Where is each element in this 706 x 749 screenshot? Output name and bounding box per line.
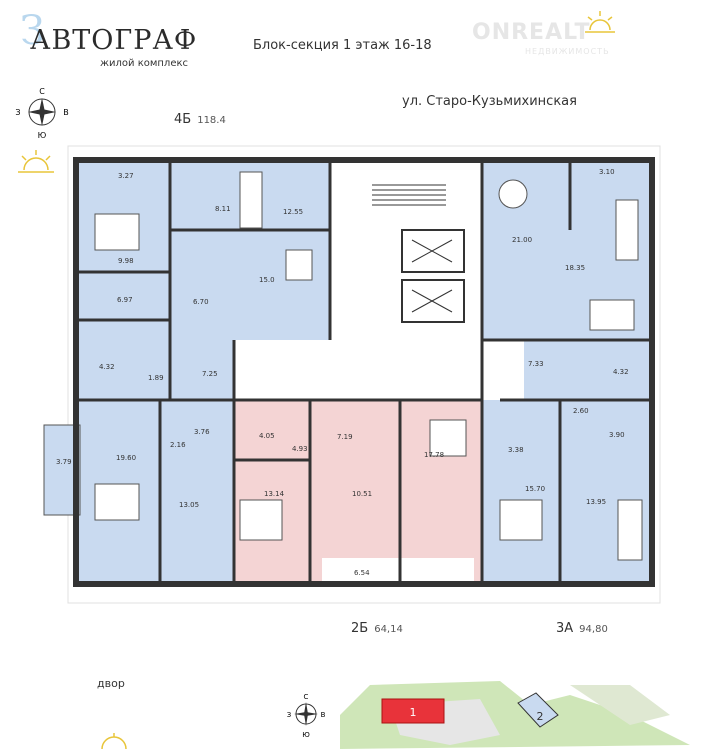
room-area: 18.35	[565, 264, 586, 272]
room-area: 4.05	[259, 432, 275, 440]
room-area: 7.33	[528, 360, 544, 368]
svg-text:Ю: Ю	[302, 731, 310, 738]
yard-label: двор	[97, 677, 125, 690]
room-area: 15.70	[525, 485, 546, 493]
room-area: 3.38	[508, 446, 524, 454]
watermark-sub: НЕДВИЖИМОСТЬ	[525, 47, 610, 56]
block-1	[381, 698, 445, 724]
room-area: 8.11	[215, 205, 231, 213]
svg-text:З: З	[287, 711, 292, 719]
svg-text:В: В	[63, 108, 69, 117]
svg-text:В: В	[321, 711, 326, 719]
compass-icon: С Ю З В	[15, 87, 69, 140]
room-area: 19.60	[116, 454, 137, 462]
room-area: 7.19	[337, 433, 353, 441]
room-area: 4.32	[613, 368, 629, 376]
room-area: 2.60	[573, 407, 589, 415]
room-area: 3.76	[194, 428, 210, 436]
room-area: 17.78	[424, 451, 445, 459]
logo-title: АВТОГРАФ	[30, 25, 198, 56]
room-area: 13.05	[179, 501, 200, 509]
corridor	[234, 340, 524, 400]
svg-text:С: С	[304, 693, 309, 701]
section-floor-info: Блок-секция 1 этаж 16-18	[253, 38, 432, 53]
sun-icon	[18, 150, 54, 173]
room-area: 4.32	[99, 363, 115, 371]
room-area: 2.16	[170, 441, 186, 449]
svg-text:2: 2	[537, 710, 544, 723]
room-area: 21.00	[512, 236, 533, 244]
room-area: 15.0	[259, 276, 275, 284]
room-area: 10.51	[352, 490, 373, 498]
room-area: 1.89	[148, 374, 164, 382]
room-area: 6.70	[193, 298, 209, 306]
site-plan-map: 1 2	[330, 675, 706, 749]
sun-icon-bottom	[101, 733, 127, 749]
logo-mark: З	[20, 8, 45, 54]
room-area: 3.79	[56, 458, 72, 466]
compass-icon-bottom: С Ю З В	[287, 693, 326, 738]
room-area: 12.55	[283, 208, 304, 216]
room-area: 13.95	[586, 498, 607, 506]
room-area: 3.90	[609, 431, 625, 439]
room-area: 4.93	[292, 445, 308, 453]
room-area: 3.27	[118, 172, 134, 180]
room-area: 9.98	[118, 257, 134, 265]
room-area: 6.97	[117, 296, 133, 304]
block-2	[517, 692, 559, 728]
watermark: ONREALT	[472, 20, 591, 45]
logo-subtitle: жилой комплекс	[100, 58, 189, 69]
room-area: 6.54	[354, 569, 370, 577]
svg-text:1: 1	[410, 706, 417, 719]
room-area: 13.14	[264, 490, 285, 498]
svg-text:З: З	[15, 108, 20, 117]
room-area: 3.10	[599, 168, 615, 176]
svg-text:Ю: Ю	[38, 131, 47, 140]
room-area: 7.25	[202, 370, 218, 378]
sun-icon-top	[585, 11, 615, 33]
svg-text:С: С	[39, 87, 45, 96]
street-name: ул. Старо-Кузьмихинская	[402, 94, 577, 109]
